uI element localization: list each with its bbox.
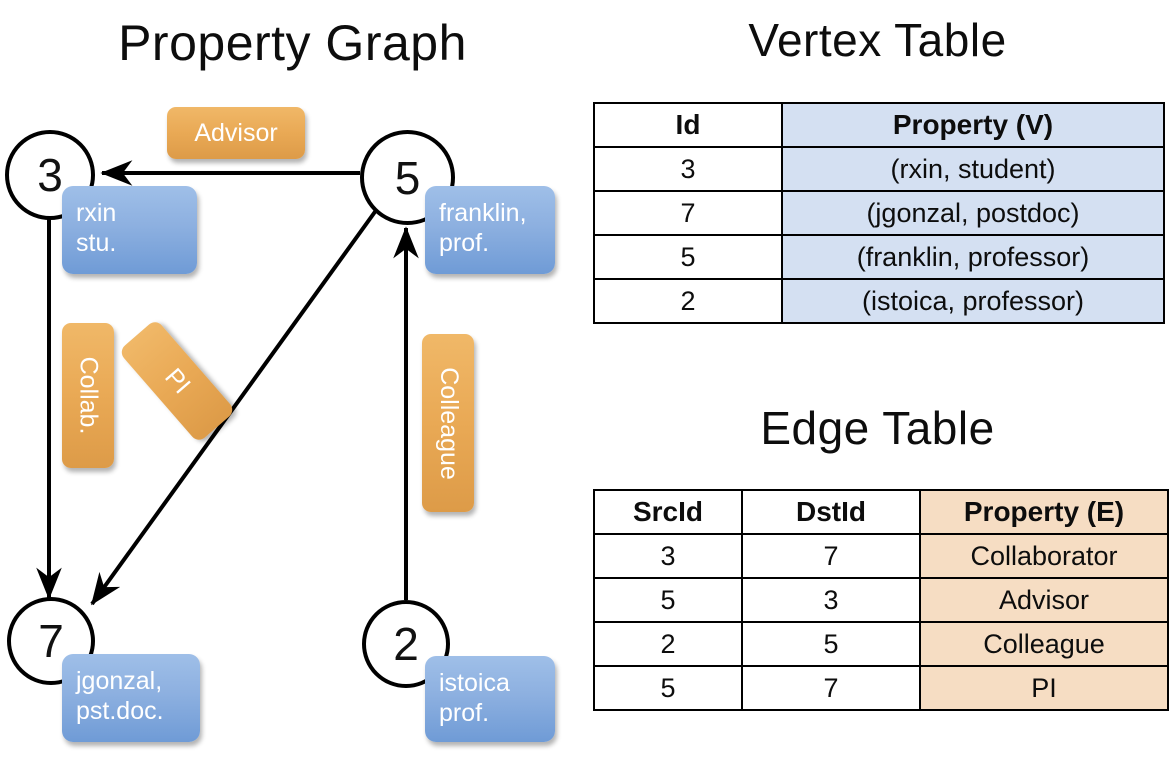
edge-table-header-srcid: SrcId [593,489,743,535]
table-row[interactable]: 7 (jgonzal, postdoc) [593,190,1165,236]
graph-node-2[interactable]: 2 [362,600,450,688]
vertex-property-box-7-line1: jgonzal, [76,667,163,695]
edge-label-collab-text: Collab. [74,356,103,435]
vertex-property-box-3-line2: stu. [76,229,117,257]
edge-label-colleague-text: Colleague [434,366,463,480]
graph-node-2-label: 2 [393,618,419,670]
graph-node-5[interactable]: 5 [360,130,455,225]
edge-label-collab[interactable]: Collab. [62,323,114,468]
table-row[interactable]: 2 5 Colleague [593,621,1169,667]
vertex-table: Id Property (V) 3 (rxin, student) 7 (jgo… [593,102,1165,324]
property-graph-diagram: 3 5 7 2 rxin stu. franklin, prof. jgonza… [5,107,555,742]
vertex-table-header-property: Property (V) [781,102,1165,148]
vertex-property-box-7-line2: pst.doc. [76,697,164,725]
vertex-cell-property: (franklin, professor) [781,234,1165,280]
page-title-edge-table: Edge Table [760,402,995,454]
page-title-vertex-table: Vertex Table [748,14,1007,66]
table-row[interactable]: 5 7 PI [593,665,1169,711]
table-row[interactable]: 3 (rxin, student) [593,146,1165,192]
vertex-property-box-7[interactable]: jgonzal, pst.doc. [62,654,200,742]
edge-table-header-property: Property (E) [919,489,1169,535]
edge-cell-property: Colleague [919,621,1169,667]
graph-edge-arrows [36,160,419,606]
vertex-table-header-id: Id [593,102,783,148]
vertex-table-header-row: Id Property (V) [593,102,1165,148]
vertex-property-box-2-line1: istoica [439,669,510,697]
edge-label-advisor[interactable]: Advisor [167,107,305,159]
vertex-cell-id: 3 [593,146,783,192]
vertex-property-box-3-line1: rxin [76,199,117,227]
vertex-property-box-2-line2: prof. [439,699,490,727]
graph-node-3-label: 3 [37,149,63,201]
edge-cell-srcid: 3 [593,533,743,579]
vertex-cell-id: 7 [593,190,783,236]
edge-cell-property: Collaborator [919,533,1169,579]
graph-node-7-label: 7 [38,615,64,667]
vertex-property-box-3[interactable]: rxin stu. [62,186,197,274]
edge-cell-property: PI [919,665,1169,711]
vertex-cell-property: (rxin, student) [781,146,1165,192]
edge-label-advisor-text: Advisor [194,118,278,147]
table-row[interactable]: 5 3 Advisor [593,577,1169,623]
edge-label-pi-text: PI [159,362,196,399]
edge-table-header-row: SrcId DstId Property (E) [593,489,1169,535]
edge-cell-property: Advisor [919,577,1169,623]
edge-cell-dstid: 7 [741,533,921,579]
vertex-cell-property: (jgonzal, postdoc) [781,190,1165,236]
vertex-property-box-5[interactable]: franklin, prof. [425,186,555,274]
edge-cell-srcid: 2 [593,621,743,667]
edge-cell-dstid: 7 [741,665,921,711]
edge-table: SrcId DstId Property (E) 3 7 Collaborato… [593,489,1169,711]
vertex-cell-id: 2 [593,278,783,324]
page-title-property-graph: Property Graph [118,15,467,71]
table-row[interactable]: 2 (istoica, professor) [593,278,1165,324]
vertex-property-box-2[interactable]: istoica prof. [425,656,555,742]
vertex-property-box-5-line1: franklin, [439,199,527,227]
vertex-cell-id: 5 [593,234,783,280]
table-row[interactable]: 5 (franklin, professor) [593,234,1165,280]
edge-table-header-dstid: DstId [741,489,921,535]
table-row[interactable]: 3 7 Collaborator [593,533,1169,579]
edge-label-colleague[interactable]: Colleague [422,334,474,512]
edge-arrow-5-to-7 [90,207,379,606]
edge-cell-srcid: 5 [593,665,743,711]
edge-cell-srcid: 5 [593,577,743,623]
edge-cell-dstid: 5 [741,621,921,667]
vertex-cell-property: (istoica, professor) [781,278,1165,324]
edge-cell-dstid: 3 [741,577,921,623]
graph-node-5-label: 5 [394,151,421,204]
vertex-property-box-5-line2: prof. [439,229,490,257]
